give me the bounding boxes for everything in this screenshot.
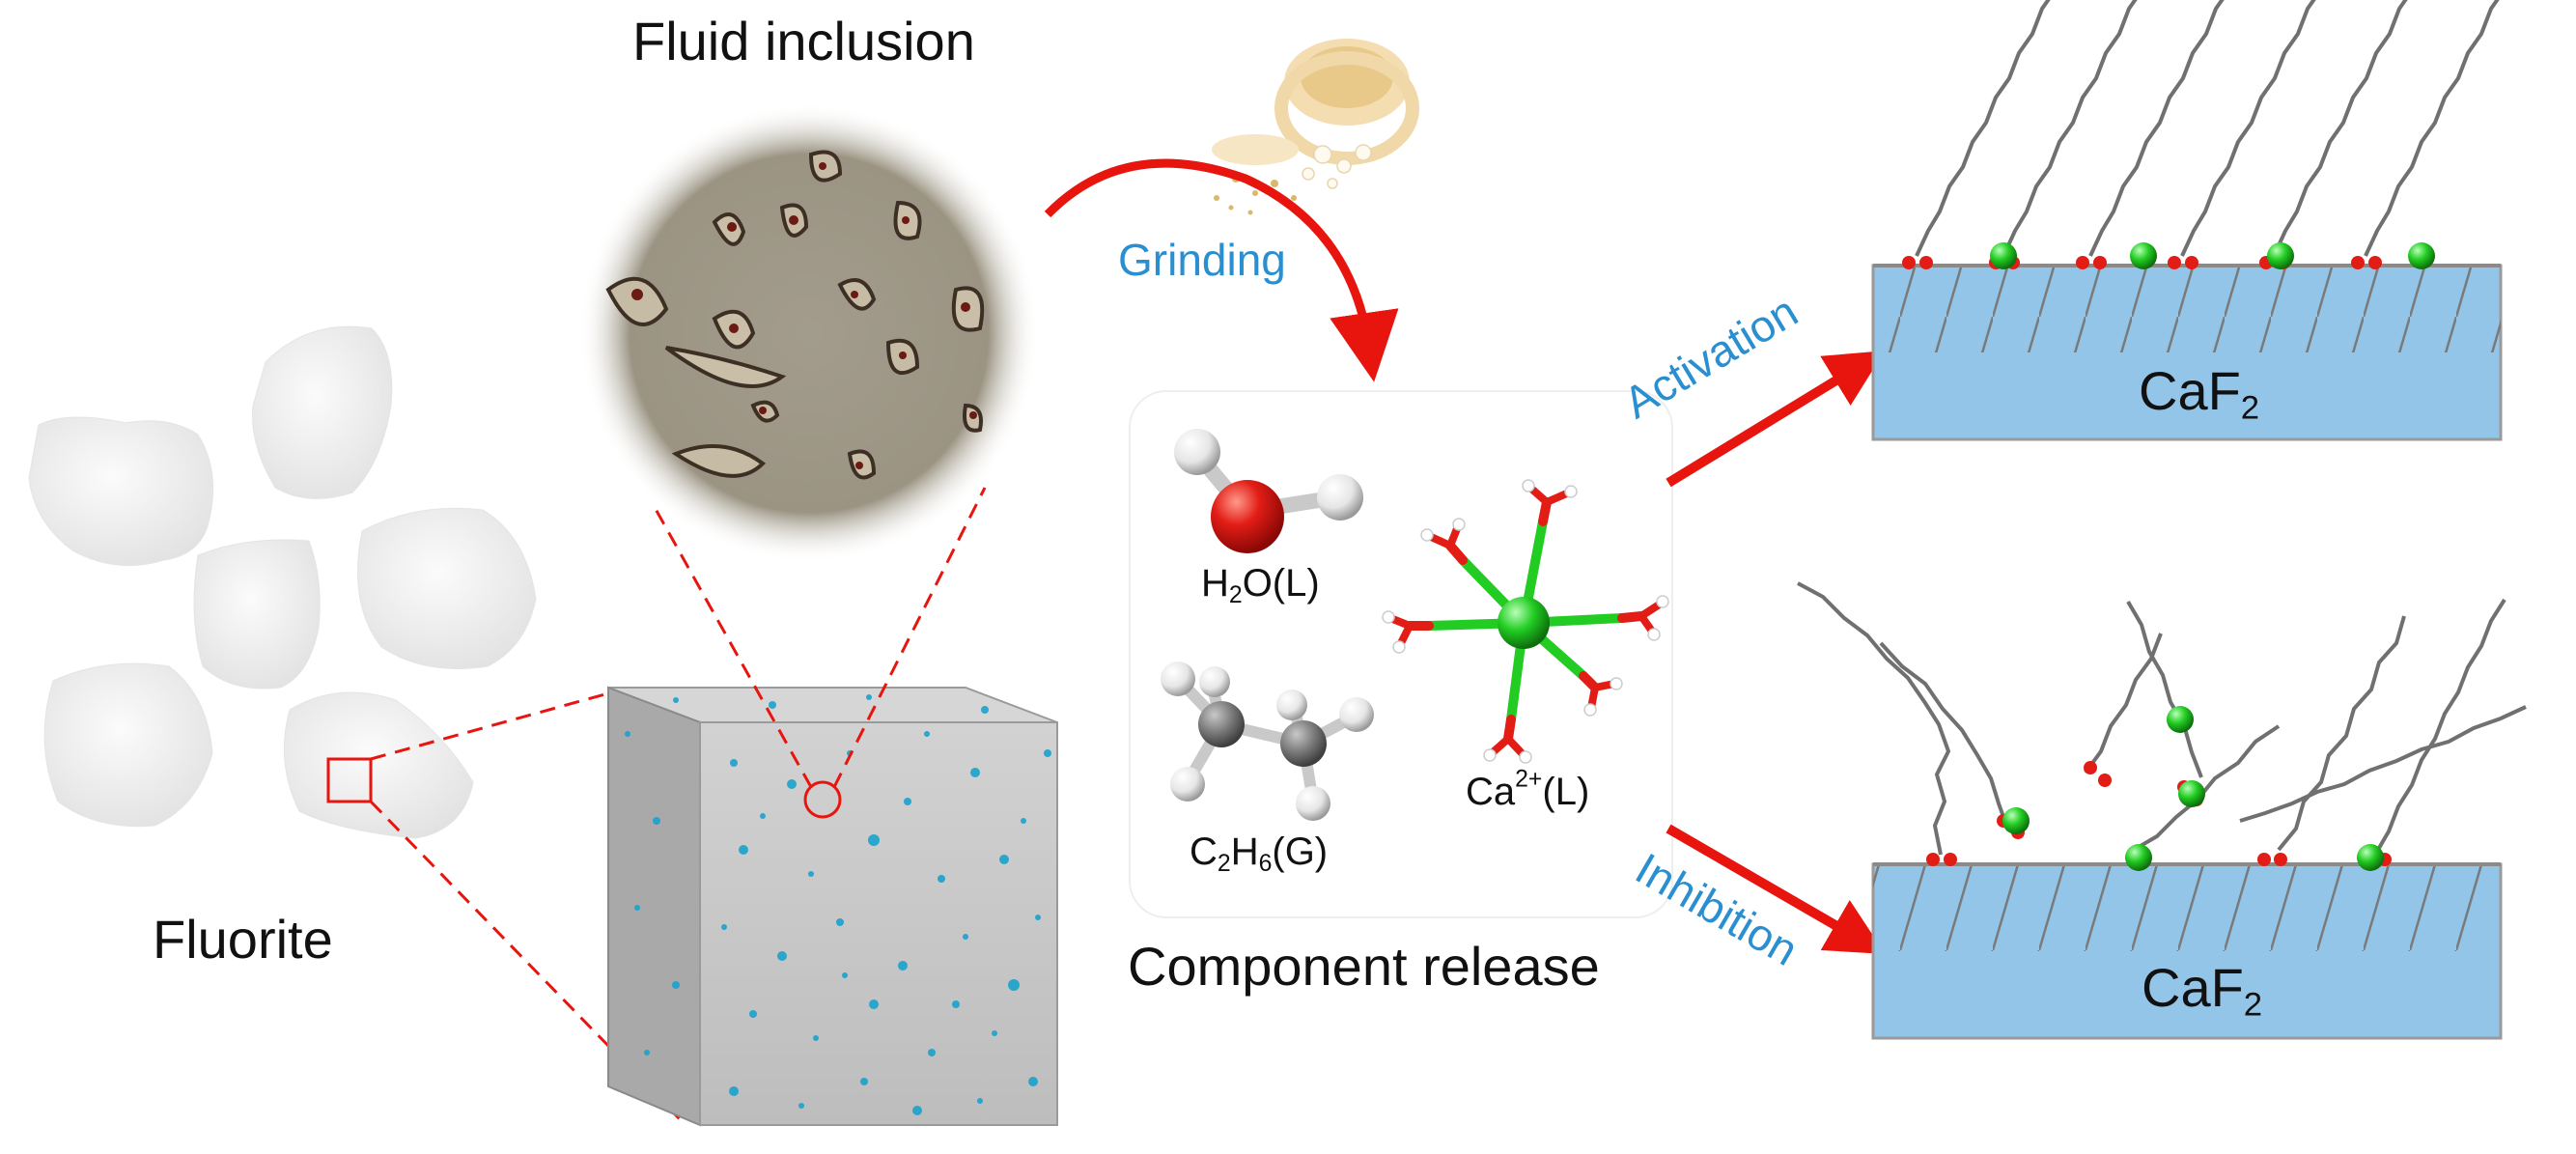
grinding-label: Grinding <box>1118 235 1286 285</box>
zoom-line <box>832 487 987 788</box>
ethane-molecule-icon <box>1161 661 1374 821</box>
zoom-box <box>326 757 373 803</box>
surface-bottom-label: CaF2 <box>2142 957 2263 1024</box>
zoom-line <box>650 501 813 788</box>
mortar-grinding-icon <box>1212 39 1419 215</box>
fluorite-crystal-icon <box>357 507 537 669</box>
surface-top <box>1871 264 2503 441</box>
surface-bottom <box>1871 862 2503 1040</box>
ethane-label: C2H6(G) <box>1190 830 1329 877</box>
fluid-inclusion-title: Fluid inclusion <box>632 11 975 71</box>
fluorite-crystal-icon <box>28 416 214 567</box>
water-label: H2O(L) <box>1201 562 1320 608</box>
calcium-ion-icon <box>1990 242 2435 269</box>
calcium-label: Ca2+(L) <box>1466 766 1590 813</box>
calcium-ion-icon <box>2002 706 2384 871</box>
fluorite-crystal-icon <box>193 539 321 690</box>
ore-cube-icon <box>607 686 1058 1127</box>
fluorite-crystal-icon <box>43 662 213 828</box>
surface-top-label: CaF2 <box>2139 360 2260 427</box>
water-molecule-icon <box>1174 429 1363 553</box>
microscope-view-icon <box>579 103 1039 563</box>
calcium-hydrate-icon <box>1382 479 1669 764</box>
activation-arrow <box>1666 351 1886 488</box>
fluorite-crystals <box>28 325 537 839</box>
fluorite-label: Fluorite <box>153 909 333 970</box>
fluorite-crystal-icon <box>283 691 474 839</box>
inhibition-arrow <box>1666 824 1886 955</box>
fluorite-crystal-icon <box>252 325 393 499</box>
zoom-line <box>370 691 609 761</box>
collector-chain-icon <box>1915 0 2500 257</box>
grinding-arrow <box>1044 158 1399 382</box>
component-release-label: Component release <box>1128 936 1600 997</box>
collector-chain-icon <box>1797 581 2527 857</box>
inclusion-marker <box>803 780 842 819</box>
